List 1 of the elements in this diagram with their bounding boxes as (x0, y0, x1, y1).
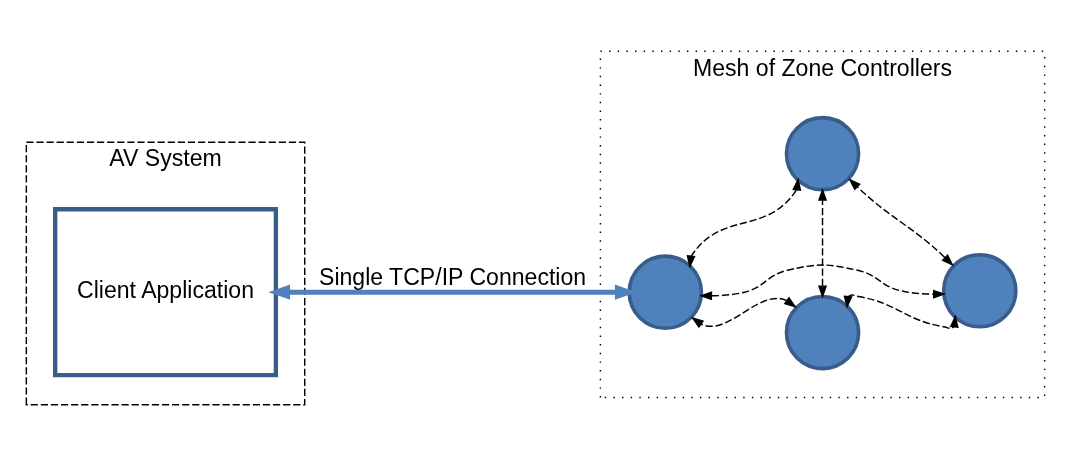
edge-label: Single TCP/IP Connection (319, 263, 587, 290)
